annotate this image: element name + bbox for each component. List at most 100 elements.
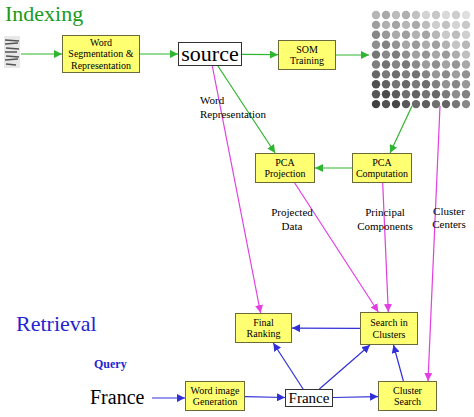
- node-text: Final Ranking: [236, 317, 291, 339]
- node-text: PCA Computation: [353, 157, 411, 179]
- scan-ink: [5, 40, 19, 65]
- som-unit: [462, 80, 470, 88]
- som-unit: [382, 80, 390, 88]
- som-unit: [432, 41, 440, 49]
- scan-background: [4, 36, 20, 68]
- som-unit: [402, 100, 410, 108]
- node-text: Word image Generation: [186, 385, 244, 407]
- connector-label: Cluster Centers: [424, 205, 474, 230]
- som-unit: [452, 90, 460, 98]
- som-unit: [412, 90, 420, 98]
- som-unit: [462, 31, 470, 39]
- som-unit: [432, 80, 440, 88]
- som-unit: [392, 70, 400, 78]
- flow-arrow: [383, 183, 389, 312]
- som-unit: [432, 11, 440, 19]
- som-unit: [372, 60, 380, 68]
- som-unit: [462, 100, 470, 108]
- som-unit: [462, 90, 470, 98]
- som-unit: [462, 11, 470, 19]
- som-unit: [452, 60, 460, 68]
- process-box: Word image Generation: [185, 381, 245, 411]
- som-unit: [452, 80, 460, 88]
- som-unit: [412, 11, 420, 19]
- som-unit: [422, 90, 430, 98]
- section-heading: Indexing: [5, 1, 125, 26]
- som-unit: [372, 90, 380, 98]
- som-unit: [392, 100, 400, 108]
- som-unit: [442, 50, 450, 58]
- som-unit: [462, 60, 470, 68]
- node-text: PCA Projection: [256, 157, 314, 179]
- som-unit: [382, 31, 390, 39]
- som-unit: [422, 50, 430, 58]
- som-map: [372, 11, 470, 109]
- flow-arrow: [292, 328, 360, 329]
- som-unit: [412, 60, 420, 68]
- som-unit: [382, 90, 390, 98]
- som-unit: [392, 31, 400, 39]
- som-unit: [392, 11, 400, 19]
- flow-arrow: [21, 53, 62, 54]
- som-unit: [382, 60, 390, 68]
- som-unit: [422, 21, 430, 29]
- flow-arrow: [428, 106, 440, 381]
- flow-arrow: [336, 54, 369, 55]
- som-unit: [452, 50, 460, 58]
- som-unit: [412, 50, 420, 58]
- som-unit: [402, 11, 410, 19]
- som-unit: [402, 60, 410, 68]
- node-text: Cluster Search: [379, 385, 436, 407]
- connector-label: Word Representation: [200, 93, 275, 122]
- som-unit: [432, 60, 440, 68]
- som-unit: [462, 21, 470, 29]
- flow-arrow: [295, 183, 379, 312]
- flow-arrow: [390, 106, 412, 153]
- som-unit: [402, 80, 410, 88]
- som-unit: [402, 90, 410, 98]
- som-unit: [372, 100, 380, 108]
- som-unit: [452, 11, 460, 19]
- word-image: France: [285, 389, 333, 407]
- som-unit: [442, 90, 450, 98]
- som-unit: [382, 11, 390, 19]
- flow-arrow: [273, 343, 303, 389]
- process-box: Cluster Search: [378, 381, 437, 411]
- flow-arrow: [394, 345, 404, 381]
- som-unit: [382, 70, 390, 78]
- som-unit: [412, 70, 420, 78]
- process-box: PCA Computation: [352, 153, 412, 183]
- connector-label: Principal Components: [350, 205, 420, 234]
- som-unit: [442, 11, 450, 19]
- som-unit: [372, 21, 380, 29]
- section-heading: Retrieval: [16, 311, 136, 336]
- som-unit: [452, 70, 460, 78]
- node-text: SOM Training: [279, 44, 335, 66]
- som-unit: [382, 41, 390, 49]
- som-unit: [412, 100, 420, 108]
- process-box: PCA Projection: [255, 153, 315, 183]
- som-unit: [452, 31, 460, 39]
- som-unit: [412, 31, 420, 39]
- som-unit: [452, 41, 460, 49]
- som-unit: [462, 41, 470, 49]
- node-text: Word Segmentation & Representation: [63, 37, 139, 71]
- som-unit: [402, 50, 410, 58]
- som-unit: [402, 41, 410, 49]
- som-unit: [442, 41, 450, 49]
- som-unit: [452, 100, 460, 108]
- som-unit: [372, 11, 380, 19]
- som-unit: [392, 80, 400, 88]
- som-unit: [372, 41, 380, 49]
- som-unit: [442, 60, 450, 68]
- flow-arrow: [140, 53, 178, 54]
- som-unit: [372, 70, 380, 78]
- flow-arrow: [333, 396, 378, 398]
- som-unit: [372, 50, 380, 58]
- som-unit: [402, 21, 410, 29]
- som-unit: [462, 70, 470, 78]
- som-unit: [452, 21, 460, 29]
- som-unit: [382, 21, 390, 29]
- som-unit: [432, 90, 440, 98]
- som-unit: [442, 70, 450, 78]
